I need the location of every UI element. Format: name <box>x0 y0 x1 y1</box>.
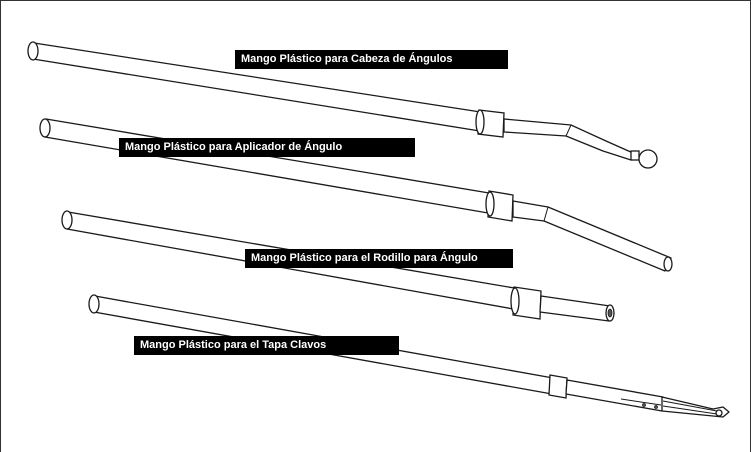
label-angle-roller-handle: Mango Plástico para el Rodillo para Ángu… <box>245 249 513 268</box>
label-nail-spotter-handle: Mango Plástico para el Tapa Clavos <box>134 336 399 355</box>
handle-angle-head <box>27 41 658 169</box>
nail-spotter-tip-icon <box>661 396 730 418</box>
label-angle-applicator-handle: Mango Plástico para Aplicador de Ángulo <box>119 138 415 157</box>
label-angle-head-handle: Mango Plástico para Cabeza de Ángulos <box>235 50 508 69</box>
handle-nail-spotter <box>88 294 730 418</box>
ball-head-icon <box>638 149 658 169</box>
bent-tube-icon <box>512 200 672 272</box>
